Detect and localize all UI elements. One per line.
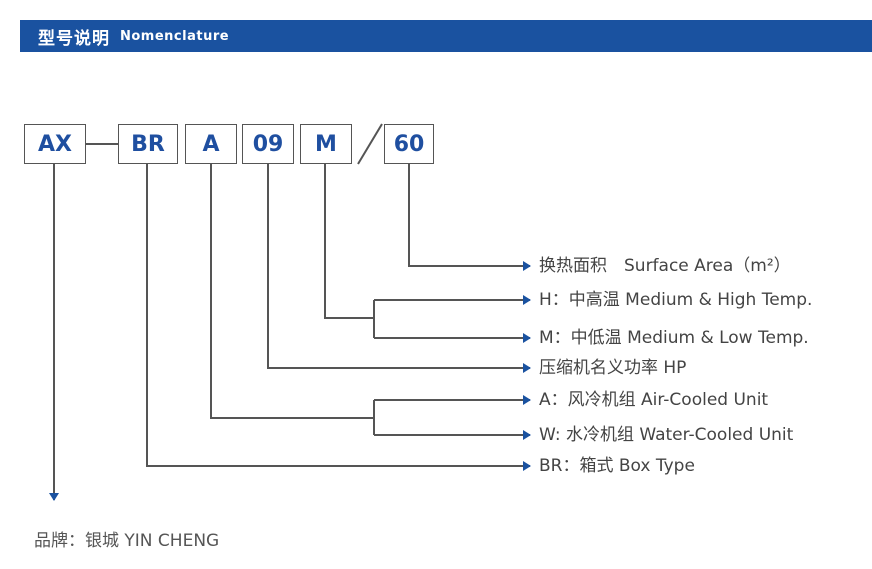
legend-box-type: BR：箱式 Box Type	[539, 456, 695, 476]
brand-label: 品牌：银城 YIN CHENG	[34, 531, 220, 551]
section-header: 型号说明 Nomenclature	[20, 20, 872, 52]
legend-medium-high-temp: H：中高温 Medium & High Temp.	[539, 290, 813, 310]
legend-water-cooled: W: 水冷机组 Water-Cooled Unit	[539, 425, 794, 445]
code-segment-series: AX	[24, 124, 86, 164]
legend-compressor-hp: 压缩机名义功率 HP	[539, 358, 687, 378]
code-segment-area: 60	[384, 124, 434, 164]
box-type-connector	[146, 164, 531, 471]
code-slash	[357, 123, 383, 165]
cooling-connector	[210, 164, 374, 419]
code-segment-temp: M	[300, 124, 352, 164]
code-segment-hp: 09	[242, 124, 294, 164]
header-title-en: Nomenclature	[120, 28, 230, 44]
temp-connector	[324, 164, 374, 319]
header-title-cn: 型号说明	[38, 28, 110, 49]
hp-connector	[267, 164, 531, 373]
code-segment-type: BR	[118, 124, 178, 164]
legend-air-cooled: A：风冷机组 Air-Cooled Unit	[539, 390, 769, 410]
code-segment-cooling: A	[185, 124, 237, 164]
area-connector	[408, 164, 531, 271]
legend-medium-low-temp: M：中低温 Medium & Low Temp.	[539, 328, 809, 348]
legend-surface-area: 换热面积 Surface Area（m²）	[539, 256, 791, 276]
